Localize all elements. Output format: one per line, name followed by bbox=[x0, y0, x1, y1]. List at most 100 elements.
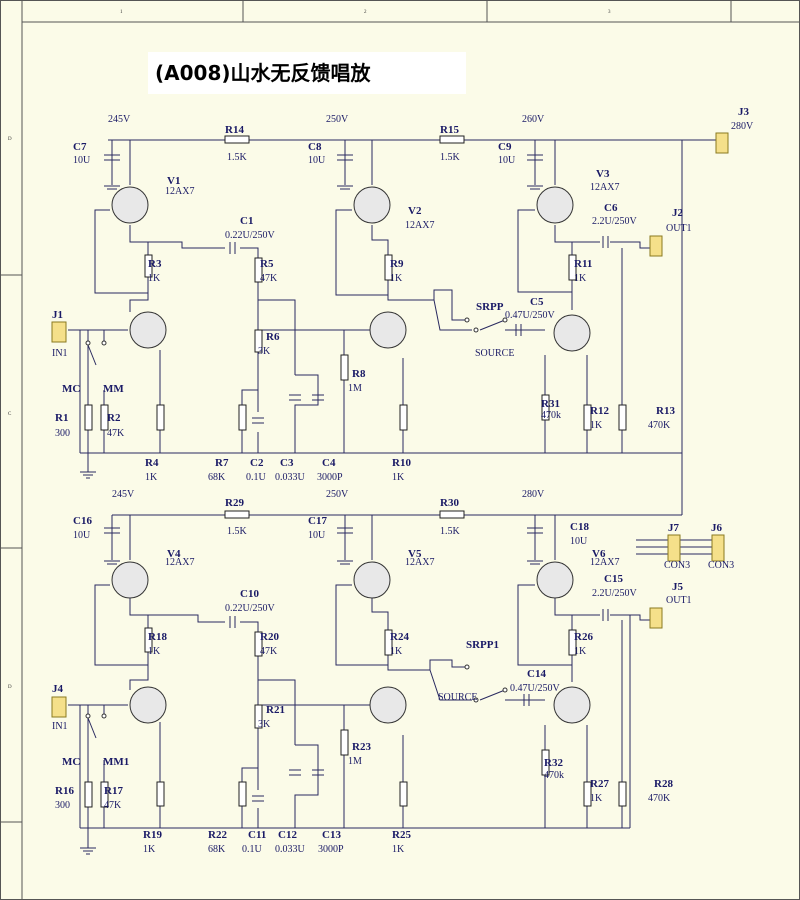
r26-value: 1K bbox=[574, 646, 587, 657]
r8-value: 1M bbox=[348, 383, 362, 394]
c10-value: 0.22U/250V bbox=[225, 603, 276, 614]
c17-symbol bbox=[337, 527, 353, 565]
r5-body bbox=[254, 257, 263, 283]
r30-label: R30 bbox=[440, 497, 459, 509]
c4-value: 3000P bbox=[317, 472, 343, 483]
r21-value: 3K bbox=[258, 719, 271, 730]
srpp1-pole bbox=[473, 697, 479, 703]
v4-tube bbox=[111, 561, 149, 599]
c11-symbol bbox=[252, 795, 264, 802]
mc-label: MC bbox=[62, 383, 80, 395]
v5b-tube bbox=[369, 686, 407, 724]
supply-245v-bottom: 245V bbox=[112, 489, 135, 500]
c4-label: C4 bbox=[322, 457, 336, 469]
r26-label: R26 bbox=[574, 631, 593, 643]
v5-type: 12AX7 bbox=[405, 557, 434, 568]
c1-symbol bbox=[229, 242, 236, 254]
supply-250v: 250V bbox=[326, 114, 349, 125]
r9-body bbox=[384, 254, 393, 281]
r28-label: R28 bbox=[654, 778, 673, 790]
r29-value: 1.5K bbox=[227, 526, 248, 537]
r7-label: R7 bbox=[215, 457, 229, 469]
r23-label: R23 bbox=[352, 741, 371, 753]
c8-value: 10U bbox=[308, 155, 326, 166]
r28-value: 470K bbox=[648, 793, 671, 804]
title-box bbox=[148, 52, 466, 94]
j5-output: OUT1 bbox=[666, 595, 692, 606]
c3-value: 0.033U bbox=[275, 472, 306, 483]
r24-label: R24 bbox=[390, 631, 409, 643]
mc-mm-switch-top bbox=[85, 340, 107, 366]
r31-label: R31 bbox=[541, 398, 560, 410]
c5-label: C5 bbox=[530, 296, 544, 308]
srpp1-label: SRPP1 bbox=[466, 639, 499, 651]
j1-connector bbox=[51, 321, 67, 343]
j2-label: J2 bbox=[672, 207, 684, 219]
r15-body bbox=[439, 135, 465, 144]
col-marker-1: 1 bbox=[120, 10, 123, 15]
c15-value: 2.2U/250V bbox=[592, 588, 638, 599]
c18-value: 10U bbox=[570, 536, 588, 547]
srpp-contact bbox=[464, 317, 470, 323]
r10-label: R10 bbox=[392, 457, 411, 469]
c18-label: C18 bbox=[570, 521, 589, 533]
supply-250v-bottom: 250V bbox=[326, 489, 349, 500]
source-label: SOURCE bbox=[475, 348, 514, 359]
c1-value: 0.22U/250V bbox=[225, 230, 276, 241]
c9-symbol bbox=[527, 154, 543, 190]
v1b-tube bbox=[129, 311, 167, 349]
c15-label: C15 bbox=[604, 573, 623, 585]
r12-body bbox=[583, 404, 592, 431]
r18-body bbox=[144, 627, 153, 653]
r7-value: 68K bbox=[208, 472, 226, 483]
r28-body bbox=[618, 781, 627, 807]
v1-label: V1 bbox=[167, 175, 180, 187]
col-marker-2: 2 bbox=[364, 10, 367, 15]
r5-value: 47K bbox=[260, 273, 278, 284]
v3-label: V3 bbox=[596, 168, 610, 180]
r11-body bbox=[568, 254, 577, 281]
v1-type: 12AX7 bbox=[165, 186, 194, 197]
r15-label: R15 bbox=[440, 124, 459, 136]
c3-label: C3 bbox=[280, 457, 294, 469]
c7-symbol bbox=[104, 154, 120, 190]
r16-body bbox=[84, 781, 93, 808]
c7-label: C7 bbox=[73, 141, 87, 153]
c17-label: C17 bbox=[308, 515, 327, 527]
r14-label: R14 bbox=[225, 124, 244, 136]
r2-label: R2 bbox=[107, 412, 121, 424]
r19-label: R19 bbox=[143, 829, 162, 841]
c16-label: C16 bbox=[73, 515, 92, 527]
r17-label: R17 bbox=[104, 785, 123, 797]
j5-label: J5 bbox=[672, 581, 684, 593]
r16-label: R16 bbox=[55, 785, 74, 797]
c9-value: 10U bbox=[498, 155, 516, 166]
j6-type: CON3 bbox=[708, 560, 734, 571]
j4-input: IN1 bbox=[52, 721, 68, 732]
v3-tube bbox=[536, 186, 574, 224]
r8-label: R8 bbox=[352, 368, 366, 380]
r3-body bbox=[144, 254, 153, 278]
c6-value: 2.2U/250V bbox=[592, 216, 638, 227]
supply-280v-bottom: 280V bbox=[522, 489, 545, 500]
bottom-channel-labels: 245V 250V 280V R29 1.5K R30 1.5K C16 10U… bbox=[52, 489, 734, 855]
v2b-tube bbox=[369, 311, 407, 349]
c8-symbol bbox=[337, 154, 353, 190]
r2-value: 47K bbox=[107, 428, 125, 439]
r31-body bbox=[541, 394, 550, 421]
r24-body bbox=[384, 629, 393, 656]
c12-symbol bbox=[289, 769, 324, 776]
r13-label: R13 bbox=[656, 405, 675, 417]
j7-label: J7 bbox=[668, 522, 680, 534]
r4-value: 1K bbox=[145, 472, 158, 483]
source-label-bottom: SOURCE bbox=[438, 692, 477, 703]
srpp1-throw bbox=[502, 687, 508, 693]
j7-connector bbox=[667, 534, 681, 562]
j3-voltage: 280V bbox=[731, 121, 754, 132]
r17-value: 47K bbox=[104, 800, 122, 811]
c5-value: 0.47U/250V bbox=[505, 310, 556, 321]
r22-value: 68K bbox=[208, 844, 226, 855]
bottom-channel-wires bbox=[68, 514, 712, 848]
r27-value: 1K bbox=[590, 793, 603, 804]
